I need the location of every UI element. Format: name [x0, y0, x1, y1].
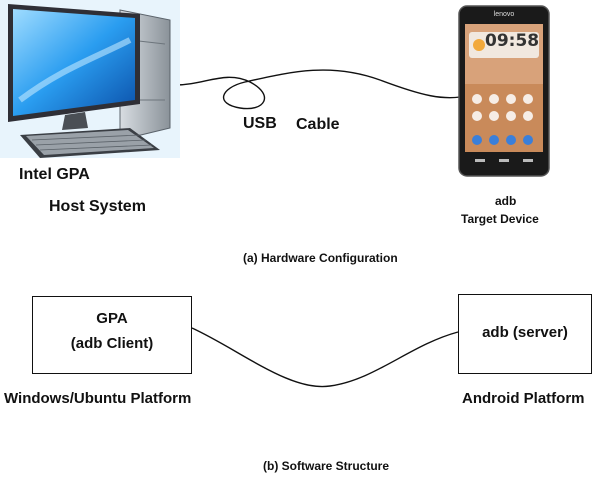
- hardware-caption: (a) Hardware Configuration: [243, 251, 398, 265]
- device-label-line1: adb: [495, 194, 517, 208]
- phone-clock-text: 09:58: [485, 31, 540, 51]
- phone-brand-text: lenovo: [493, 11, 515, 18]
- computer-icon: [0, 0, 180, 158]
- host-label-line2: Host System: [49, 198, 146, 215]
- usb-cable-line: [174, 69, 471, 110]
- gpa-client-line2: (adb Client): [70, 335, 154, 352]
- software-link-line: [191, 327, 459, 388]
- usb-label: USB: [243, 115, 277, 132]
- adb-server-box: adb (server): [458, 294, 592, 374]
- host-label-line1: Intel GPA: [19, 166, 90, 183]
- smartphone-icon: lenovo 09:58: [457, 4, 551, 178]
- gpa-client-line1: GPA: [96, 310, 128, 327]
- cable-label: Cable: [296, 116, 340, 133]
- left-platform-label: Windows/Ubuntu Platform: [4, 390, 192, 407]
- device-label-line2: Target Device: [461, 212, 539, 226]
- gpa-client-box: GPA (adb Client): [32, 296, 192, 374]
- adb-server-text: adb (server): [482, 324, 568, 341]
- software-caption: (b) Software Structure: [263, 459, 390, 473]
- right-platform-label: Android Platform: [462, 390, 585, 407]
